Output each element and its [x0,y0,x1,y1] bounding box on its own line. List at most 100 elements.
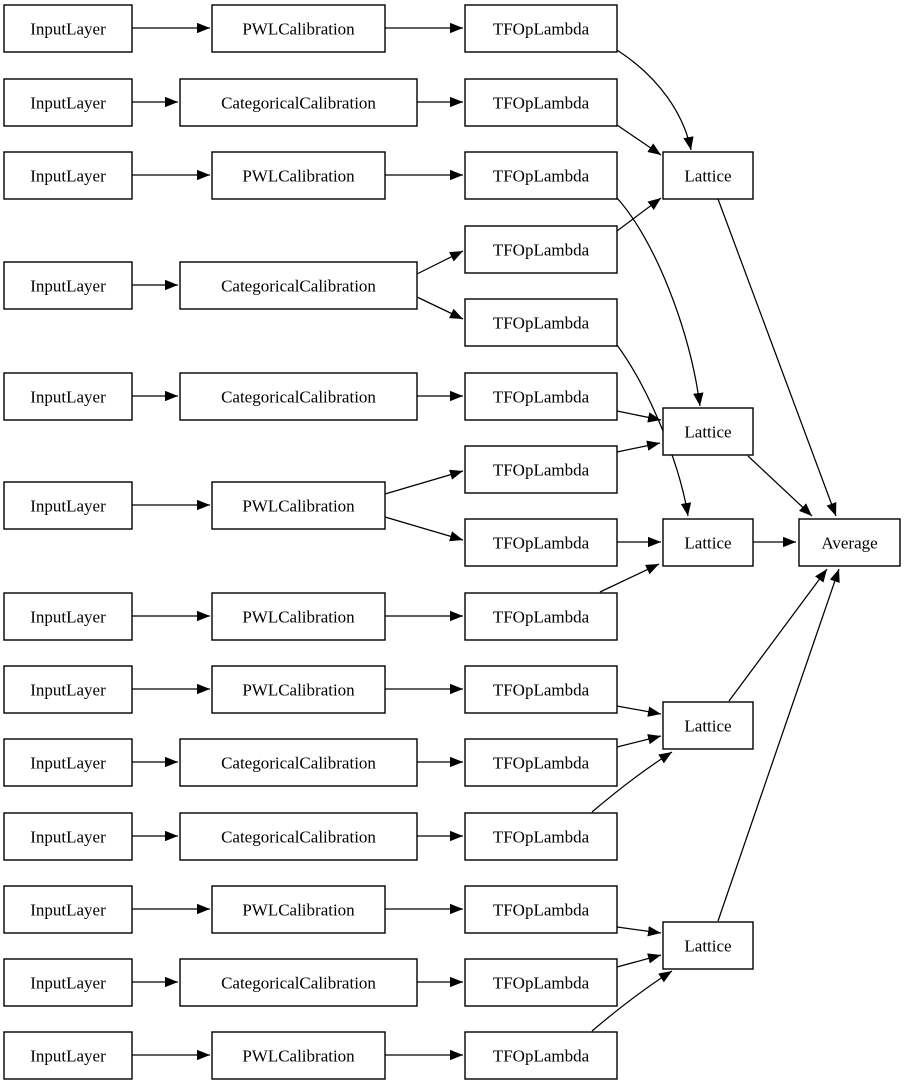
node-label: TFOpLambda [493,901,590,920]
node-label: Average [821,534,877,553]
edge-cal5-tl7 [384,516,464,542]
node-label: TFOpLambda [493,461,590,480]
node-pwlcalibration: PWLCalibration [211,4,386,53]
node-tfop-lambda: TFOpLambda [464,665,618,714]
node-box [662,151,754,200]
node-box [464,151,618,200]
node-box [798,518,901,567]
node-box [3,958,133,1007]
node-pwlcalibration: PWLCalibration [211,481,386,530]
node-box [179,958,418,1007]
node-box [464,885,618,934]
node-box [3,665,133,714]
node-tfop-lambda: TFOpLambda [464,4,618,53]
node-lattice: Lattice [662,921,754,970]
node-tfop-lambda: TFOpLambda [464,592,618,641]
node-box [662,701,754,750]
node-box [211,885,386,934]
node-input-layer: InputLayer [3,1031,133,1080]
node-label: TFOpLambda [493,754,590,773]
node-tfop-lambda: TFOpLambda [464,151,618,200]
node-label: InputLayer [30,754,106,773]
node-label: TFOpLambda [493,608,590,627]
node-input-layer: InputLayer [3,738,133,787]
node-label: TFOpLambda [493,20,590,39]
node-categorical-calibration: CategoricalCalibration [179,372,418,421]
node-input-layer: InputLayer [3,665,133,714]
node-box [464,738,618,787]
node-box [211,151,386,200]
edge-lat4-avg [717,568,840,922]
node-lattice: Lattice [662,407,754,456]
node-categorical-calibration: CategoricalCalibration [179,738,418,787]
node-label: TFOpLambda [493,94,590,113]
node-lattice: Lattice [662,701,754,750]
node-label: PWLCalibration [242,901,355,920]
node-pwlcalibration: PWLCalibration [211,665,386,714]
node-pwlcalibration: PWLCalibration [211,1031,386,1080]
node-box [3,372,133,421]
node-tfop-lambda: TFOpLambda [464,78,618,127]
node-lattice: Lattice [662,151,754,200]
node-box [211,592,386,641]
node-label: PWLCalibration [242,681,355,700]
node-tfop-lambda: TFOpLambda [464,885,618,934]
node-box [464,1031,618,1080]
node-box [464,592,618,641]
node-box [464,4,618,53]
edge-tl5-lat1 [616,410,662,423]
node-box [464,372,618,421]
edge-tl2-lat1 [616,197,704,407]
node-box [464,812,618,861]
node-label: InputLayer [30,974,106,993]
node-label: Lattice [684,937,731,956]
node-label: Lattice [684,534,731,553]
node-pwlcalibration: PWLCalibration [211,151,386,200]
node-box [179,812,418,861]
edge-lat0-avg [717,198,837,517]
node-label: TFOpLambda [493,241,590,260]
node-box [464,225,618,274]
node-pwlcalibration: PWLCalibration [211,592,386,641]
node-box [662,921,754,970]
node-tfop-lambda: TFOpLambda [464,738,618,787]
node-tfop-lambda: TFOpLambda [464,445,618,494]
node-label: CategoricalCalibration [221,828,376,847]
node-box [211,481,386,530]
node-categorical-calibration: CategoricalCalibration [179,78,418,127]
edge-tl3-lat0 [616,197,662,232]
edge-cal3-tl3 [416,250,464,275]
node-categorical-calibration: CategoricalCalibration [179,261,418,310]
edge-tl6-lat1 [616,440,661,453]
edge-tl8-lat2 [599,563,660,593]
node-box [464,445,618,494]
node-input-layer: InputLayer [3,592,133,641]
node-tfop-lambda: TFOpLambda [464,1031,618,1080]
node-label: InputLayer [30,828,106,847]
edge-tl12-lat4 [616,926,662,937]
node-label: InputLayer [30,388,106,407]
node-label: CategoricalCalibration [221,94,376,113]
node-box [211,4,386,53]
edges-layer [132,22,840,1061]
node-label: TFOpLambda [493,681,590,700]
node-lattice: Lattice [662,518,754,567]
node-box [464,518,618,567]
node-box [3,885,133,934]
node-box [662,407,754,456]
node-label: InputLayer [30,94,106,113]
node-label: TFOpLambda [493,314,590,333]
node-label: InputLayer [30,901,106,920]
edge-tl11-lat3 [591,751,673,813]
node-box [211,1031,386,1080]
node-categorical-calibration: CategoricalCalibration [179,958,418,1007]
edge-cal3-tl4 [416,296,464,320]
node-label: PWLCalibration [242,20,355,39]
node-label: InputLayer [30,608,106,627]
edge-tl9-lat3 [616,705,662,717]
node-categorical-calibration: CategoricalCalibration [179,812,418,861]
node-box [464,665,618,714]
node-tfop-lambda: TFOpLambda [464,518,618,567]
node-input-layer: InputLayer [3,261,133,310]
